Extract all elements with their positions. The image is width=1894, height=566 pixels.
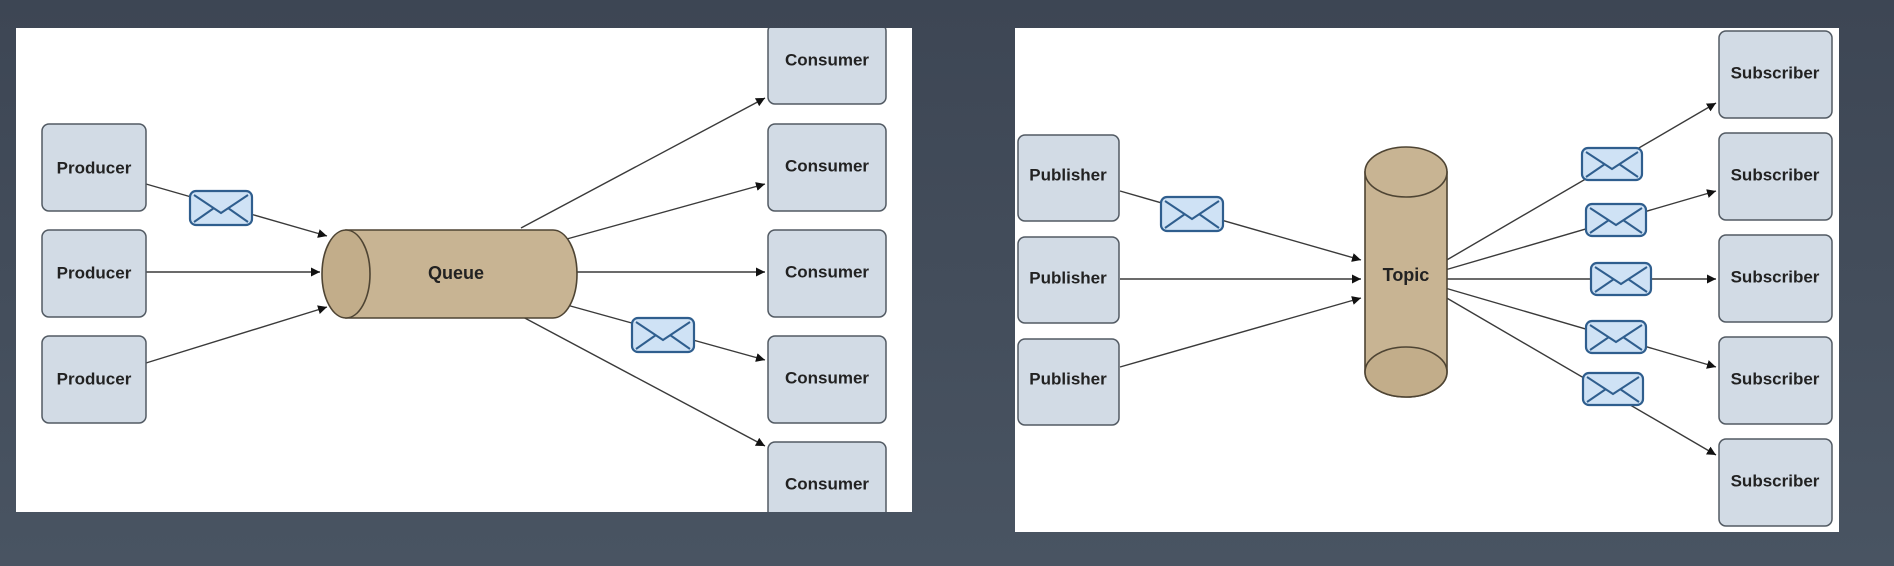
subscriber-box [1718, 336, 1833, 425]
consumer-label: Consumer [785, 263, 869, 282]
edge-producer-3-queue [145, 305, 328, 364]
queue-diagram-panel: Producer Producer Producer Queue Consume… [16, 28, 912, 512]
consumer-label: Consumer [785, 475, 869, 494]
edge-topic-subscriber-1 [1444, 102, 1717, 262]
consumer-box [767, 123, 887, 212]
consumer-label: Consumer [785, 51, 869, 70]
envelope-icon [630, 316, 696, 354]
publisher-box [1017, 134, 1120, 222]
subscriber-box [1718, 234, 1833, 323]
subscriber-1: Subscriber [1718, 30, 1833, 119]
envelope-icon [1581, 371, 1645, 407]
producer-2: Producer [41, 229, 147, 318]
envelope-icon [1159, 195, 1225, 233]
edge-queue-consumer-2 [555, 182, 766, 243]
publisher-1: Publisher [1017, 134, 1120, 222]
publisher-box [1017, 338, 1120, 426]
subscriber-label: Subscriber [1731, 472, 1820, 491]
queue-channel: Queue [321, 229, 578, 319]
consumer-5: Consumer [767, 441, 887, 512]
publisher-label: Publisher [1029, 370, 1107, 389]
queue-edges [145, 97, 766, 447]
consumer-4: Consumer [767, 335, 887, 424]
producer-1: Producer [41, 123, 147, 212]
edge-publisher-1-topic [1119, 190, 1362, 262]
queue-label: Queue [428, 263, 484, 283]
topic-cylinder-bottom-cap [1364, 346, 1448, 398]
envelope-icon [188, 189, 254, 227]
queue-cylinder-cap [321, 229, 371, 319]
topic-edges [1119, 102, 1717, 456]
edge-topic-subscriber-2 [1444, 189, 1717, 271]
envelope-icon [1584, 319, 1648, 355]
envelope-icon [1589, 261, 1653, 297]
edge-queue-consumer-5 [520, 315, 766, 447]
topic-channel: Topic [1364, 146, 1448, 398]
topic-label: Topic [1383, 265, 1430, 285]
consumer-2: Consumer [767, 123, 887, 212]
consumer-box [767, 229, 887, 318]
subscriber-label: Subscriber [1731, 166, 1820, 185]
subscriber-5: Subscriber [1718, 438, 1833, 527]
subscriber-label: Subscriber [1731, 370, 1820, 389]
consumer-1: Consumer [767, 28, 887, 105]
edge-topic-subscriber-4 [1444, 287, 1717, 369]
publisher-box [1017, 236, 1120, 324]
envelope-icon [1584, 202, 1648, 238]
consumer-label: Consumer [785, 157, 869, 176]
consumer-label: Consumer [785, 369, 869, 388]
edge-queue-consumer-1 [520, 97, 766, 229]
producer-box [41, 229, 147, 318]
publisher-2: Publisher [1017, 236, 1120, 324]
subscriber-2: Subscriber [1718, 132, 1833, 221]
subscriber-3: Subscriber [1718, 234, 1833, 323]
consumer-box [767, 441, 887, 512]
edge-topic-subscriber-5 [1444, 296, 1717, 456]
publisher-label: Publisher [1029, 166, 1107, 185]
producer-label: Producer [57, 159, 132, 178]
publisher-label: Publisher [1029, 269, 1107, 288]
subscriber-box [1718, 30, 1833, 119]
queue-diagram: Producer Producer Producer Queue Consume… [41, 28, 887, 512]
consumer-box [767, 335, 887, 424]
consumer-3: Consumer [767, 229, 887, 318]
topic-diagram: Publisher Publisher Publisher Topic Subs… [1017, 30, 1833, 527]
producer-box [41, 335, 147, 424]
subscriber-box [1718, 438, 1833, 527]
envelope-icon [1580, 146, 1644, 182]
subscriber-4: Subscriber [1718, 336, 1833, 425]
producer-label: Producer [57, 264, 132, 283]
consumer-box [767, 28, 887, 105]
producer-3: Producer [41, 335, 147, 424]
publisher-3: Publisher [1017, 338, 1120, 426]
subscriber-box [1718, 132, 1833, 221]
topic-cylinder-top [1364, 146, 1448, 198]
queue-cylinder-body [345, 229, 578, 319]
subscriber-label: Subscriber [1731, 268, 1820, 287]
subscriber-label: Subscriber [1731, 64, 1820, 83]
edge-publisher-3-topic [1119, 296, 1362, 368]
topic-diagram-panel: Publisher Publisher Publisher Topic Subs… [1015, 28, 1839, 532]
producer-box [41, 123, 147, 212]
producer-label: Producer [57, 370, 132, 389]
